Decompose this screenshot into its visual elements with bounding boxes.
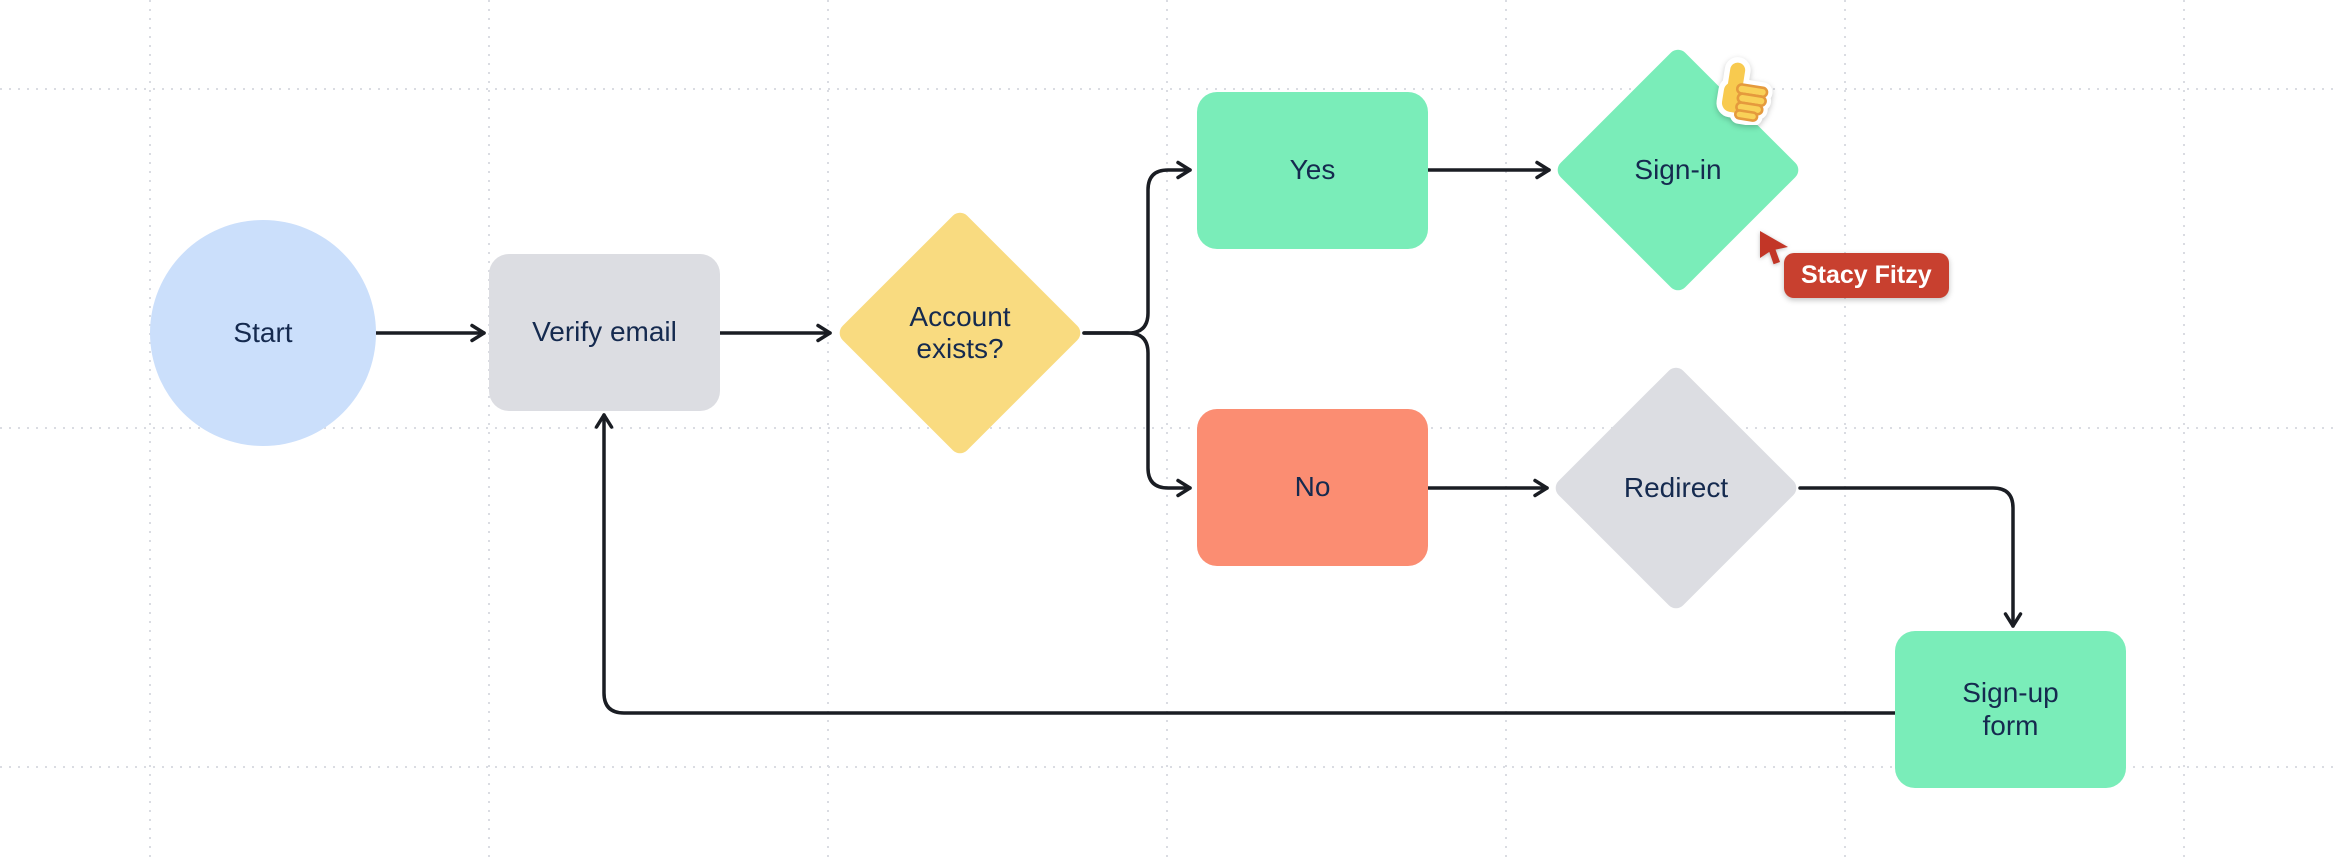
collaborator-cursor-icon [1760, 231, 1788, 265]
node-start[interactable]: Start [150, 220, 376, 446]
node-sign-in[interactable]: Sign-in [1553, 45, 1803, 295]
thumbs-up-icon[interactable] [1713, 57, 1777, 125]
node-verify-email-label: Verify email [532, 316, 677, 348]
collaborator-name: Stacy Fitzy [1801, 261, 1932, 289]
node-sign-in-label: Sign-in [1634, 153, 1722, 185]
node-start-label: Start [233, 316, 293, 348]
node-account-exists[interactable]: Account exists? [835, 208, 1085, 458]
edge-account-exists-to-no[interactable] [1082, 331, 1192, 498]
node-no[interactable]: No [1197, 409, 1428, 566]
edge-sign-up-form-to-verify-email[interactable] [594, 413, 1897, 715]
node-sign-up-form[interactable]: Sign-up form [1895, 631, 2126, 788]
node-yes[interactable]: Yes [1197, 92, 1428, 249]
connectors [374, 160, 2023, 715]
node-redirect-label: Redirect [1623, 471, 1729, 503]
node-verify-email[interactable]: Verify email [489, 254, 720, 411]
node-redirect[interactable]: Redirect [1551, 363, 1801, 613]
node-no-label: No [1294, 471, 1331, 503]
node-sign-up-form-label: Sign-up form [1962, 677, 2059, 741]
node-yes-label: Yes [1289, 154, 1336, 186]
node-account-exists-label: Account exists? [909, 300, 1011, 364]
collaborator-name-badge: Stacy Fitzy [1784, 253, 1949, 298]
thumb-hand [1721, 62, 1769, 122]
edge-redirect-to-sign-up-form[interactable] [1798, 486, 2023, 628]
edge-account-exists-to-yes[interactable] [1082, 160, 1192, 335]
